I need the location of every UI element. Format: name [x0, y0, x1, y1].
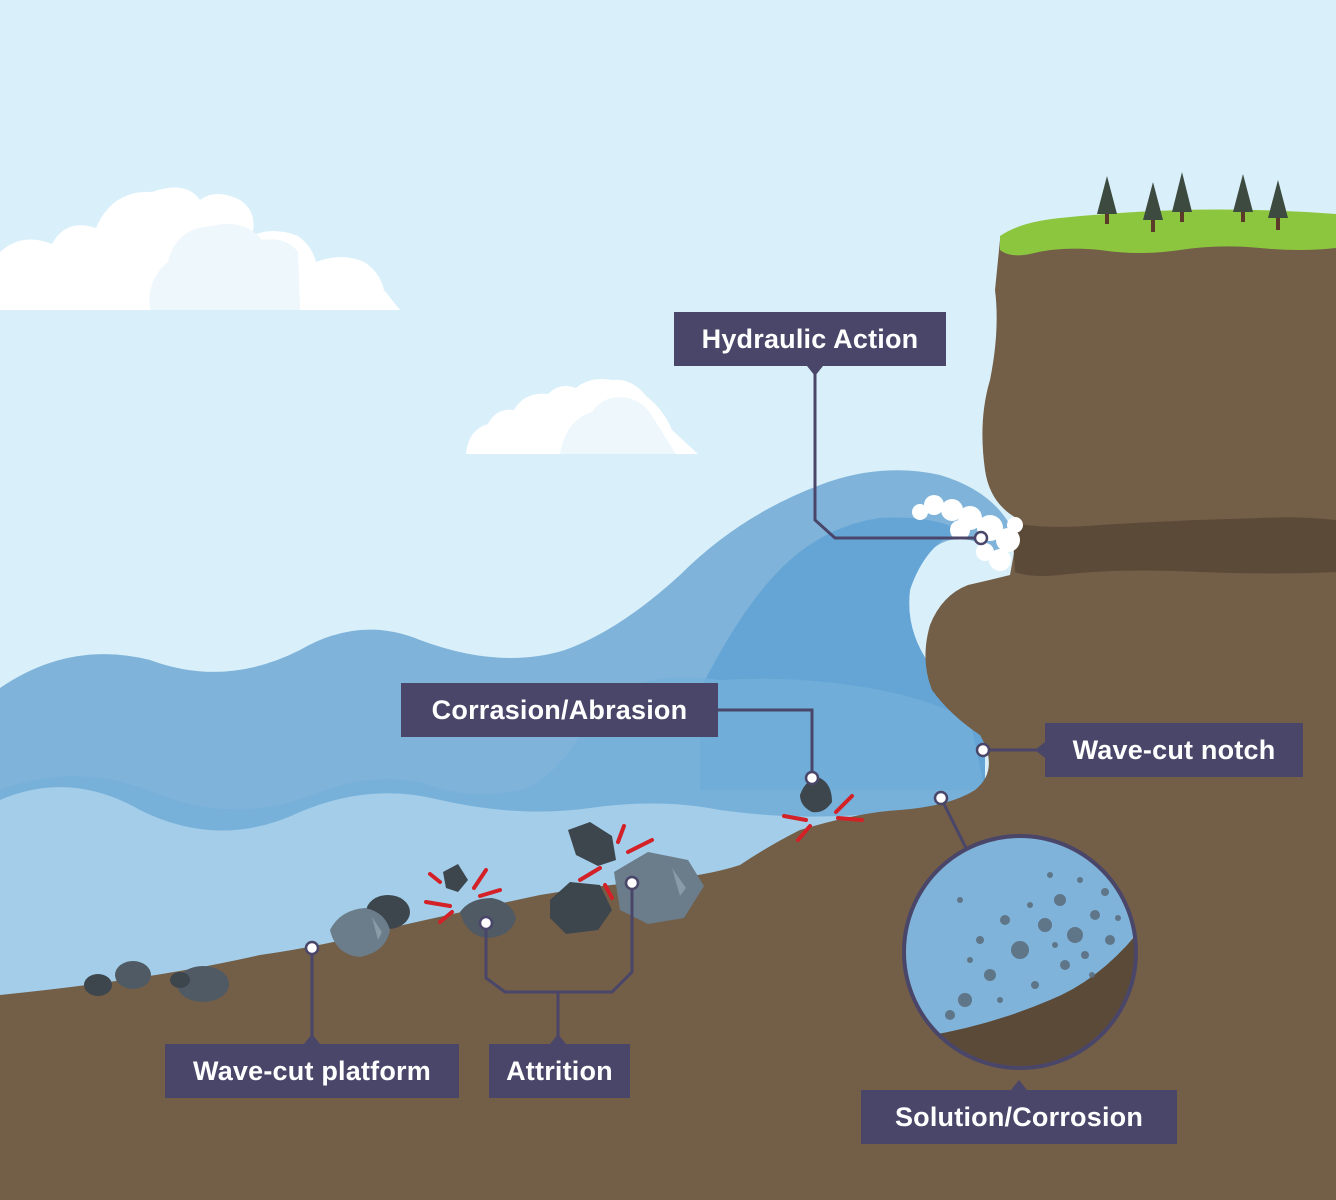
label-attrition: Attrition — [489, 1044, 630, 1098]
wave-foam — [912, 495, 1023, 571]
label-corrasion-abrasion: Corrasion/Abrasion — [401, 683, 718, 737]
tree — [1143, 182, 1163, 232]
tree — [1268, 180, 1288, 230]
grass — [1000, 209, 1336, 256]
tree — [1097, 176, 1117, 224]
cloud-middle — [466, 379, 698, 454]
leader-hydraulic-action — [813, 366, 980, 540]
tree — [1172, 172, 1192, 222]
label-hydraulic-action: Hydraulic Action — [674, 312, 946, 366]
cliff-rock-band — [1012, 517, 1336, 576]
trees — [1097, 172, 1288, 232]
label-pointers — [304, 366, 1045, 1090]
label-wave-cut-notch: Wave-cut notch — [1045, 723, 1303, 777]
label-solution-corrosion: Solution/Corrosion — [861, 1090, 1177, 1144]
cloud-left — [0, 187, 400, 310]
leader-solution-corrosion — [939, 797, 968, 849]
leader-corrasion-abrasion — [718, 708, 814, 778]
tree — [1233, 174, 1253, 222]
stones — [84, 778, 832, 1002]
leader-lines — [310, 366, 1045, 1044]
solution-lens — [902, 834, 1138, 1070]
leader-markers — [304, 530, 991, 956]
impact-marks — [424, 794, 864, 924]
label-wave-cut-platform: Wave-cut platform — [165, 1044, 459, 1098]
